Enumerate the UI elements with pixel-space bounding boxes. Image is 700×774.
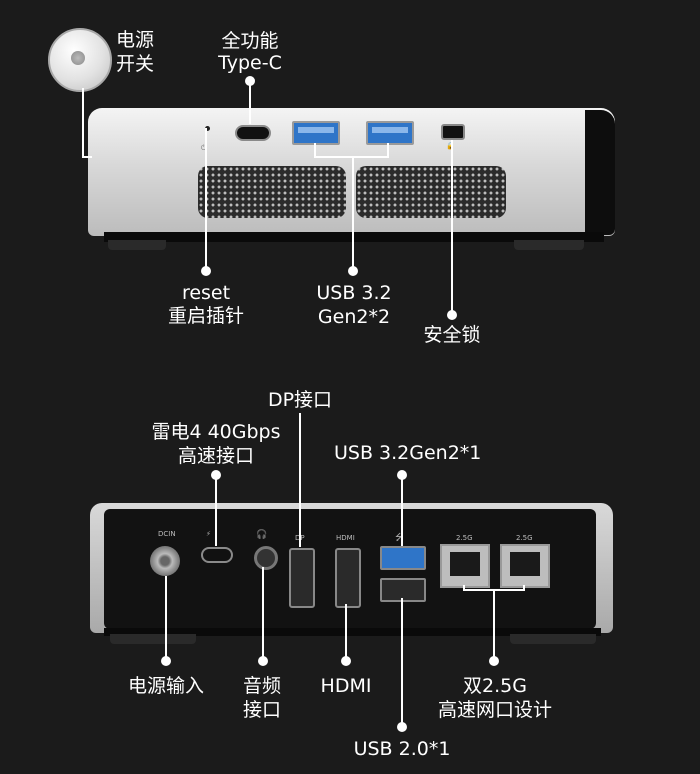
usb20-label: USB 2.0*1 bbox=[353, 738, 451, 760]
front-usb-port-2 bbox=[366, 121, 414, 145]
rear-usb3-port bbox=[380, 546, 426, 570]
usb32-leader-line bbox=[401, 478, 403, 546]
headphone-icon: 🎧 bbox=[256, 530, 268, 540]
lan-bracket-right bbox=[523, 585, 525, 591]
usb-symbol-icon: ⭍ bbox=[395, 533, 403, 543]
front-foot-left bbox=[108, 240, 166, 250]
front-typec-port bbox=[235, 125, 271, 141]
reset-label-2: 重启插针 bbox=[167, 305, 244, 327]
hdmi-port bbox=[335, 548, 361, 608]
front-foot-right bbox=[514, 240, 584, 250]
typec-label-2: Type-C bbox=[218, 52, 282, 74]
dp-leader-line bbox=[299, 413, 301, 547]
lock-icon: 🔒 bbox=[446, 142, 455, 150]
usb20-leader-dot bbox=[397, 722, 407, 732]
lan-port-2 bbox=[500, 544, 550, 588]
hdmi-leader-dot bbox=[341, 656, 351, 666]
audio-leader-line bbox=[262, 567, 264, 660]
hdmi-label: HDMI bbox=[320, 675, 372, 697]
typec-label-1: 全功能 bbox=[221, 30, 279, 52]
power-input-label: 电源输入 bbox=[127, 675, 204, 697]
lan-bracket-left bbox=[463, 585, 465, 591]
lan-leader-line bbox=[493, 589, 495, 660]
rear-usb2-port bbox=[380, 578, 426, 602]
front-device-base bbox=[104, 232, 604, 242]
rear-foot-left bbox=[110, 634, 196, 644]
rear-foot-right bbox=[510, 634, 596, 644]
dcin-mark: DCIN bbox=[158, 530, 176, 538]
thunderbolt-leader-dot bbox=[211, 470, 221, 480]
reset-leader-line bbox=[205, 128, 207, 268]
lock-label: 安全锁 bbox=[423, 324, 481, 346]
front-device-side bbox=[585, 110, 615, 235]
power-in-leader-line bbox=[165, 576, 167, 660]
reset-pinhole bbox=[205, 126, 210, 131]
rear-device-base bbox=[104, 628, 601, 636]
front-vent-right bbox=[356, 166, 506, 218]
kensington-lock-slot bbox=[441, 124, 465, 140]
front-vent-left bbox=[198, 166, 346, 218]
usb-bracket-left bbox=[314, 143, 316, 157]
typec-leader-line bbox=[249, 84, 251, 124]
thunderbolt-leader-line bbox=[215, 478, 217, 546]
usb-leader-dot bbox=[348, 266, 358, 276]
typec-leader-dot bbox=[245, 76, 255, 86]
usb-leader-line bbox=[352, 156, 354, 268]
audio-label-1: 音频 bbox=[242, 675, 281, 697]
lan-label-2: 高速网口设计 bbox=[437, 699, 552, 721]
reset-leader-dot bbox=[201, 266, 211, 276]
lan-leader-dot bbox=[489, 656, 499, 666]
front-device-shell bbox=[88, 108, 615, 236]
lan-port-1 bbox=[440, 544, 490, 588]
thunderbolt-icon: ⚡ bbox=[206, 530, 211, 538]
lan-label-1: 双2.5G bbox=[463, 675, 527, 697]
audio-leader-dot bbox=[258, 656, 268, 666]
reset-icon: ⏻ bbox=[201, 144, 207, 152]
lock-leader-dot bbox=[447, 310, 457, 320]
rear-thunderbolt-port bbox=[201, 547, 233, 563]
usb20-leader-line bbox=[401, 598, 403, 724]
power-button-center bbox=[71, 51, 85, 65]
hdmi-mark: HDMI bbox=[336, 534, 355, 542]
usb32-rear-label: USB 3.2Gen2*1 bbox=[334, 442, 482, 464]
usb32-leader-dot bbox=[397, 470, 407, 480]
lan2-mark: 2.5G bbox=[516, 534, 533, 542]
thunderbolt-label-2: 高速接口 bbox=[177, 445, 254, 467]
hdmi-leader-line bbox=[345, 604, 347, 660]
lock-leader-line bbox=[451, 140, 453, 312]
lan1-mark: 2.5G bbox=[456, 534, 473, 542]
power-switch-label-1: 电源 bbox=[116, 29, 155, 51]
power-in-leader-dot bbox=[161, 656, 171, 666]
power-leader-line bbox=[82, 88, 84, 158]
dc-power-jack bbox=[150, 546, 180, 576]
front-usb-port-1 bbox=[292, 121, 340, 145]
reset-label-1: reset bbox=[181, 282, 231, 304]
usb32-label-1: USB 3.2 bbox=[316, 282, 392, 304]
thunderbolt-label-1: 雷电4 40Gbps bbox=[151, 421, 281, 443]
audio-label-2: 接口 bbox=[242, 699, 281, 721]
usb32-label-2: Gen2*2 bbox=[317, 306, 391, 328]
displayport-port bbox=[289, 548, 315, 608]
power-switch-label-2: 开关 bbox=[116, 53, 155, 75]
audio-jack bbox=[254, 546, 278, 570]
usb-bracket-bar bbox=[314, 156, 389, 158]
usb-bracket-right bbox=[387, 143, 389, 157]
power-leader-line-h bbox=[82, 156, 92, 158]
dp-label: DP接口 bbox=[267, 389, 333, 411]
